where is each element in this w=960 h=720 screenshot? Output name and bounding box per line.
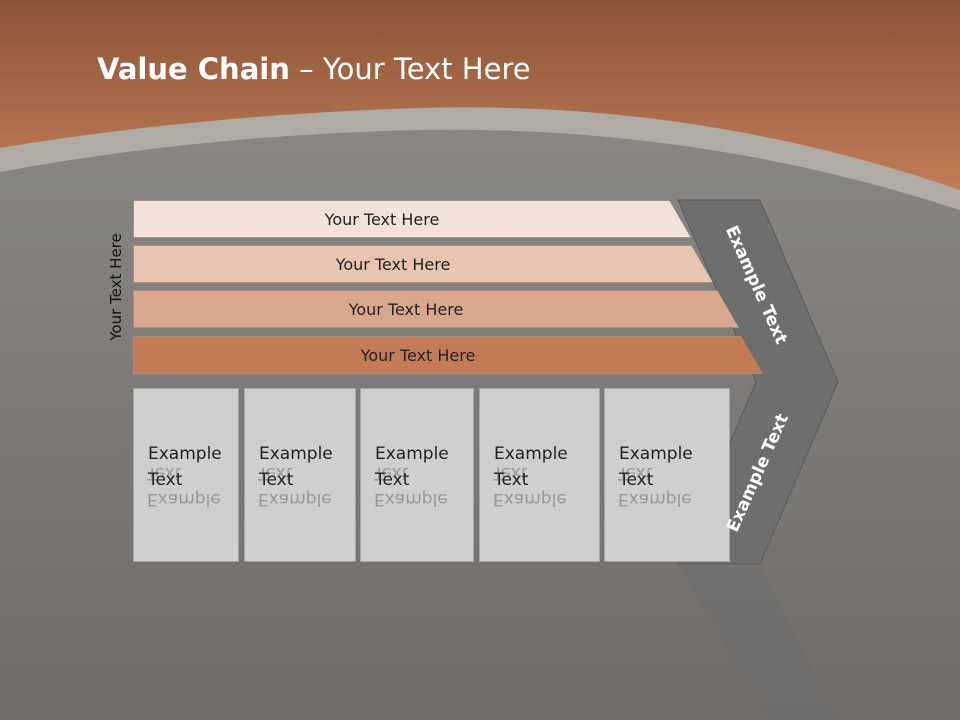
cell-text-line1: Example — [619, 444, 693, 464]
bar-label: Your Text Here — [348, 299, 464, 319]
bar-label: Your Text Here — [324, 209, 440, 229]
primary-bar-3: Your Text Here — [133, 290, 739, 328]
title-dash: – — [299, 52, 314, 86]
cell-text-line2: Text — [148, 470, 183, 490]
bar-label: Your Text Here — [360, 345, 476, 365]
header-band — [0, 0, 960, 190]
cell-text-line2: Text — [619, 470, 654, 490]
primary-bar-1: Your Text Here — [133, 200, 691, 238]
cell-text-line1: Example — [494, 444, 568, 464]
primary-bar-4: Your Text Here — [133, 336, 763, 374]
cell-text-line2: Text — [375, 470, 410, 490]
primary-bar-2: Your Text Here — [133, 245, 713, 283]
cell-text-line2: Text — [494, 470, 529, 490]
slide-title: Value Chain – Your Text Here — [97, 52, 531, 86]
title-bold: Value Chain — [97, 52, 290, 86]
title-rest: Your Text Here — [322, 52, 531, 86]
cell-text-line1: Example — [259, 444, 333, 464]
cell-text-line1: Example — [148, 444, 222, 464]
header-swoosh — [0, 107, 960, 210]
cell-text-line1: Example — [375, 444, 449, 464]
bar-label: Your Text Here — [335, 254, 451, 274]
cell-text-line2: Text — [259, 470, 294, 490]
